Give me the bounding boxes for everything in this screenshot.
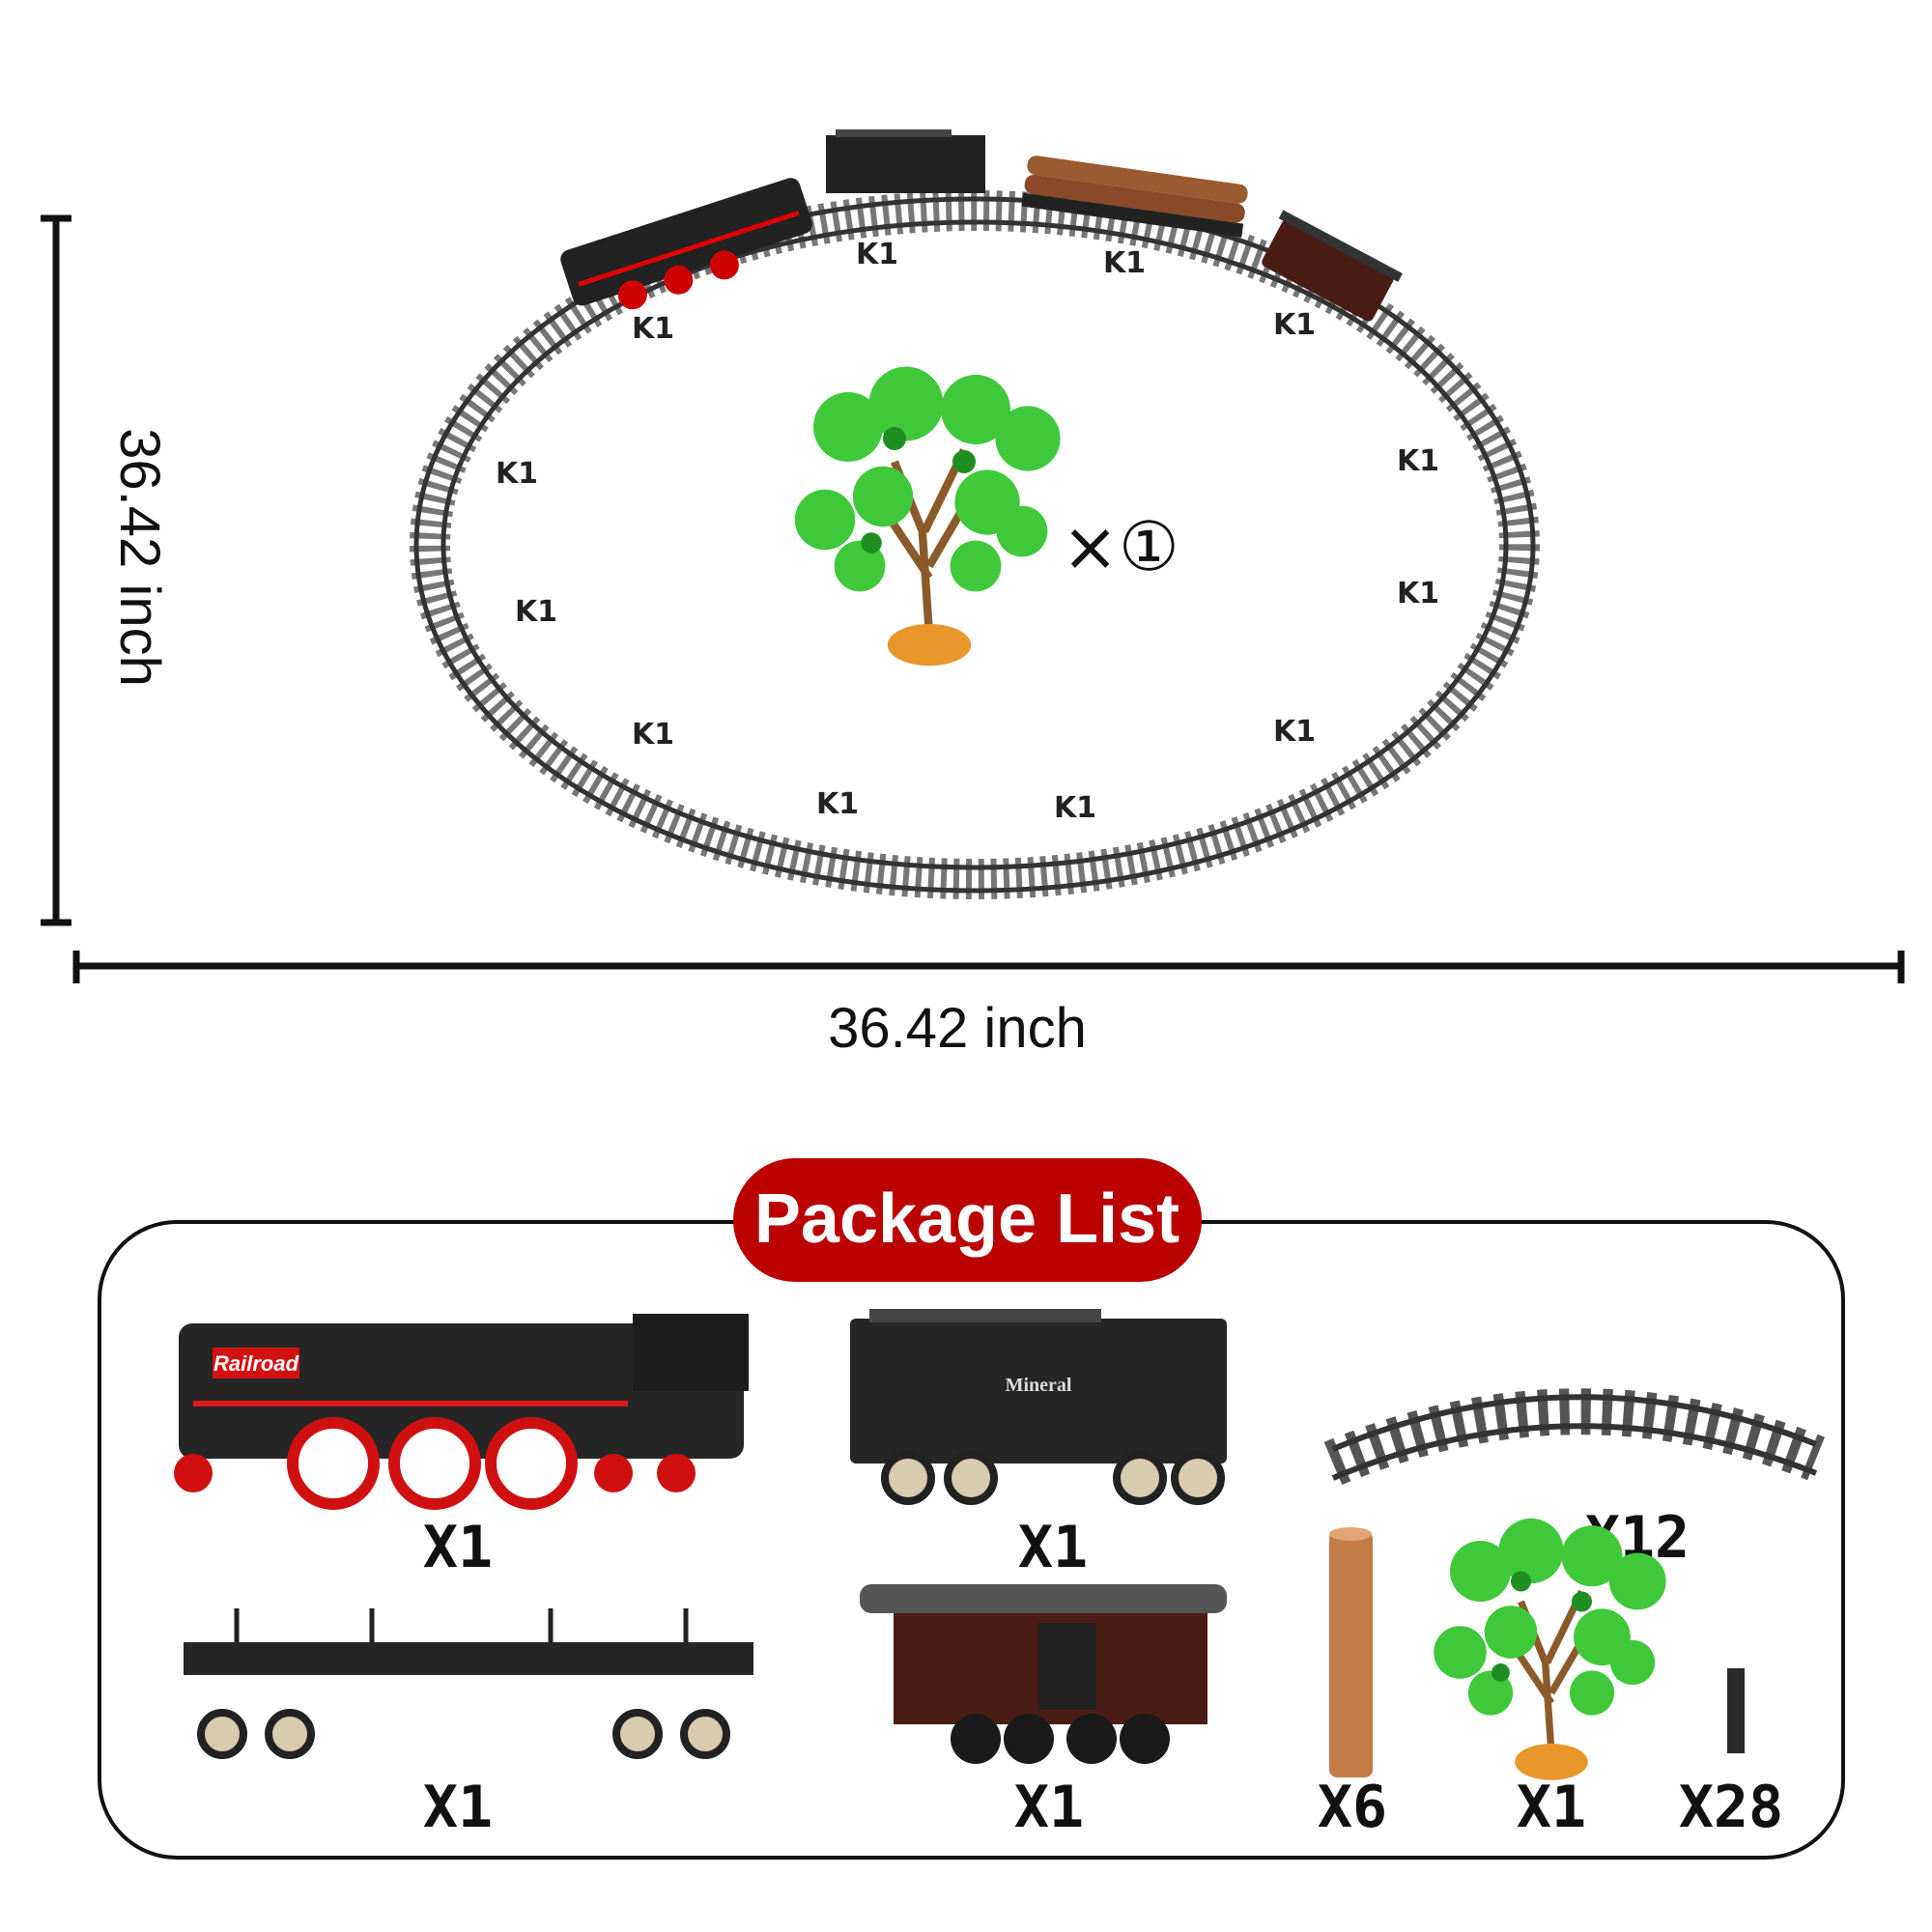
track-piece-label: K1 — [515, 595, 557, 629]
item-connector: X28 — [1679, 1668, 1783, 1841]
item-tender: Mineral X1 — [850, 1309, 1227, 1581]
item-tree: X1 — [1434, 1519, 1665, 1841]
track-piece-label: K1 — [1273, 308, 1316, 342]
track-piece-label: K1 — [1273, 715, 1316, 749]
track-piece-label: K1 — [632, 718, 674, 752]
locomotive-quantity: X1 — [423, 1514, 493, 1581]
width-label: 36.42 inch — [828, 997, 1087, 1060]
track-piece-label: K1 — [856, 238, 898, 271]
train-on-track — [560, 129, 1404, 322]
height-label: 36.42 inch — [108, 428, 171, 687]
log-car-image — [1021, 156, 1248, 238]
track-piece-label: K1 — [496, 457, 538, 491]
package-title: Package List — [754, 1180, 1179, 1258]
width-dimension: 36.42 inch — [72, 951, 1905, 1060]
tree-item-quantity: X1 — [1517, 1774, 1586, 1841]
height-dimension: 36.42 inch — [41, 214, 171, 926]
oval-track — [410, 190, 1540, 899]
item-locomotive: Railroad X1 — [174, 1314, 749, 1581]
track-piece-label: K1 — [1397, 444, 1439, 478]
package-title-badge — [733, 1158, 1202, 1282]
locomotive-brand: Railroad — [213, 1351, 299, 1376]
track-piece-label: K1 — [632, 312, 674, 346]
tree-quantity: ×① — [1062, 507, 1179, 586]
connector-quantity: X28 — [1679, 1774, 1783, 1841]
log-quantity: X6 — [1318, 1774, 1387, 1841]
tree-image — [795, 367, 1061, 667]
locomotive-image — [560, 178, 812, 310]
track-piece-label: K1 — [1397, 577, 1439, 611]
caboose-image — [1262, 210, 1404, 322]
track-piece-label: K1 — [1054, 791, 1096, 825]
track-piece-label: K1 — [816, 787, 859, 821]
tender-text: Mineral — [1006, 1375, 1072, 1396]
item-log: X6 — [1318, 1527, 1387, 1841]
flatcar-quantity: X1 — [423, 1774, 493, 1841]
tender-image — [826, 129, 985, 193]
caboose-quantity: X1 — [1014, 1774, 1084, 1841]
item-caboose: X1 — [860, 1584, 1227, 1841]
tender-quantity: X1 — [1018, 1514, 1088, 1581]
item-flatcar: X1 — [184, 1608, 753, 1841]
track-piece-label: K1 — [1103, 246, 1146, 280]
